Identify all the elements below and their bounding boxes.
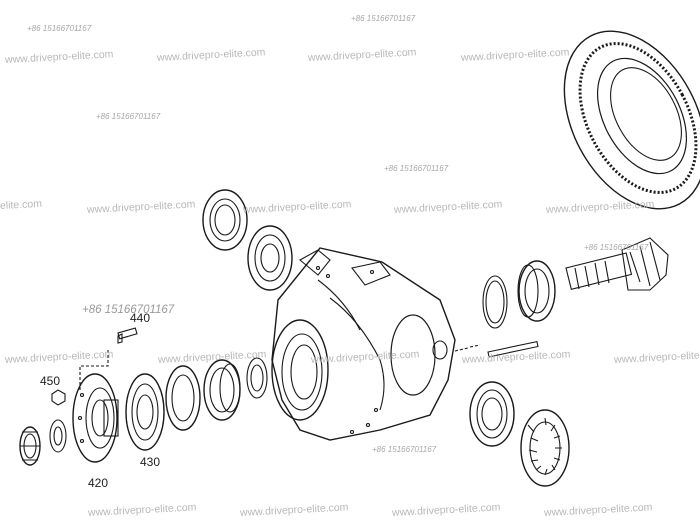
flange-420 — [72, 373, 119, 463]
part-label-440: 440 — [130, 311, 151, 325]
part-label-450: 450 — [40, 374, 61, 388]
pinion-gear — [565, 237, 669, 291]
dowel-pin — [454, 340, 539, 358]
watermark-phone: +86 15166701167 — [27, 24, 92, 33]
watermark-phone: +86 15166701167 — [584, 243, 649, 252]
bearing-left — [203, 359, 241, 421]
ring-gear — [563, 30, 700, 210]
bearing-lower-right — [469, 381, 515, 447]
bearing-cup-left — [165, 365, 201, 431]
flange-nut — [19, 426, 41, 466]
seal-430 — [125, 373, 165, 451]
watermark-phone: +86 15166701167 — [384, 164, 449, 173]
watermark-phone: +86 15166701167 — [372, 445, 437, 454]
part-label-420: 420 — [88, 476, 109, 490]
watermark-phone-large: +86 15166701167 — [82, 304, 175, 316]
part-label-430: 430 — [140, 455, 161, 469]
nut-450 — [51, 389, 66, 406]
upper-seal — [202, 189, 248, 251]
washer — [49, 419, 67, 453]
spacer-ring — [246, 357, 268, 399]
bolt-440 — [79, 327, 138, 392]
watermark-phone: +86 15166701167 — [96, 112, 161, 121]
differential-housing — [271, 247, 456, 441]
watermark-site-cut: elite.com — [0, 197, 43, 212]
thrust-needle-bearing — [520, 409, 570, 487]
watermark-phone: +86 15166701167 — [351, 14, 416, 23]
bearing-upper-right — [482, 260, 556, 329]
upper-bearing — [247, 225, 293, 291]
